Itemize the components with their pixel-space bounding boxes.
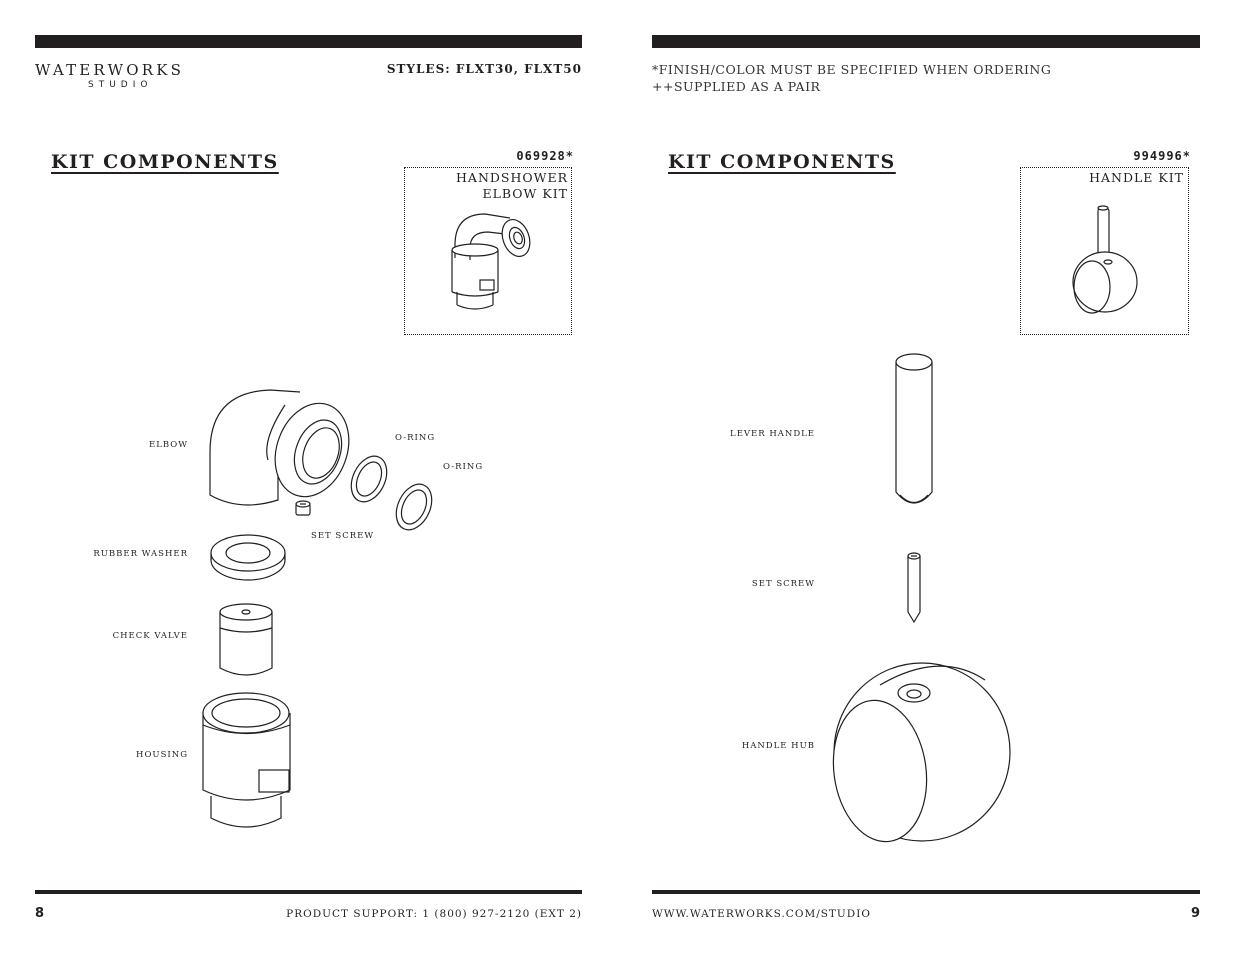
- label-o-ring-1: O-RING: [395, 433, 436, 443]
- elbow-kit-box: [404, 167, 572, 335]
- elbow-kit-label: HANDSHOWER ELBOW KIT: [456, 170, 568, 202]
- right-page-number: 9: [1190, 906, 1200, 921]
- label-elbow: ELBOW: [149, 440, 188, 450]
- right-section-title: KIT COMPONENTS: [668, 151, 896, 173]
- left-bottom-rule: [35, 890, 582, 894]
- elbow-kit-illustration: [451, 213, 531, 310]
- handle-kit-part-number: 994996*: [1133, 149, 1191, 163]
- label-housing: HOUSING: [136, 750, 188, 760]
- note-finish: *FINISH/COLOR MUST BE SPECIFIED WHEN ORD…: [652, 62, 1052, 77]
- handle-kit-illustration: [1072, 205, 1138, 314]
- left-footer-support: PRODUCT SUPPORT: 1 (800) 927-2120 (EXT 2…: [286, 908, 582, 920]
- logo-wordmark: WATERWORKS: [35, 61, 185, 79]
- set-screw-right-illustration: [907, 552, 921, 624]
- note-pair: ++SUPPLIED AS A PAIR: [652, 79, 821, 94]
- handle-kit-box: [1020, 167, 1189, 335]
- right-footer-url: WWW.WATERWORKS.COM/STUDIO: [652, 908, 871, 920]
- ordering-notes: *FINISH/COLOR MUST BE SPECIFIED WHEN ORD…: [652, 61, 1051, 95]
- right-top-rule: [652, 35, 1200, 48]
- housing-illustration: [202, 692, 291, 828]
- label-set-screw-right: SET SCREW: [751, 579, 815, 589]
- styles-header: STYLES: FLXT30, FLXT50: [386, 62, 582, 76]
- rubber-washer-illustration: [210, 534, 286, 581]
- handle-hub-illustration: [832, 662, 1011, 843]
- elbow-kit-label-line1: HANDSHOWER: [456, 170, 568, 185]
- label-lever-handle: LEVER HANDLE: [730, 429, 815, 439]
- label-rubber-washer: RUBBER WASHER: [93, 549, 188, 559]
- set-screw-left-illustration: [295, 500, 311, 516]
- label-handle-hub: HANDLE HUB: [741, 741, 815, 751]
- elbow-kit-label-line2: ELBOW KIT: [482, 186, 568, 201]
- left-section-title: KIT COMPONENTS: [51, 151, 279, 173]
- o-ring-1-illustration: [350, 455, 388, 503]
- label-check-valve: CHECK VALVE: [112, 631, 188, 641]
- elbow-kit-part-number: 069928*: [516, 149, 574, 163]
- check-valve-illustration: [219, 603, 273, 676]
- logo-subtitle: STUDIO: [88, 80, 153, 90]
- right-bottom-rule: [652, 890, 1200, 894]
- label-set-screw-left: SET SCREW: [311, 531, 375, 541]
- lever-handle-illustration: [895, 353, 933, 504]
- elbow-illustration: [209, 389, 350, 506]
- o-ring-2-illustration: [395, 483, 433, 531]
- left-page-number: 8: [35, 906, 45, 921]
- handle-kit-label: HANDLE KIT: [1089, 170, 1184, 185]
- label-o-ring-2: O-RING: [443, 462, 484, 472]
- left-top-rule: [35, 35, 582, 48]
